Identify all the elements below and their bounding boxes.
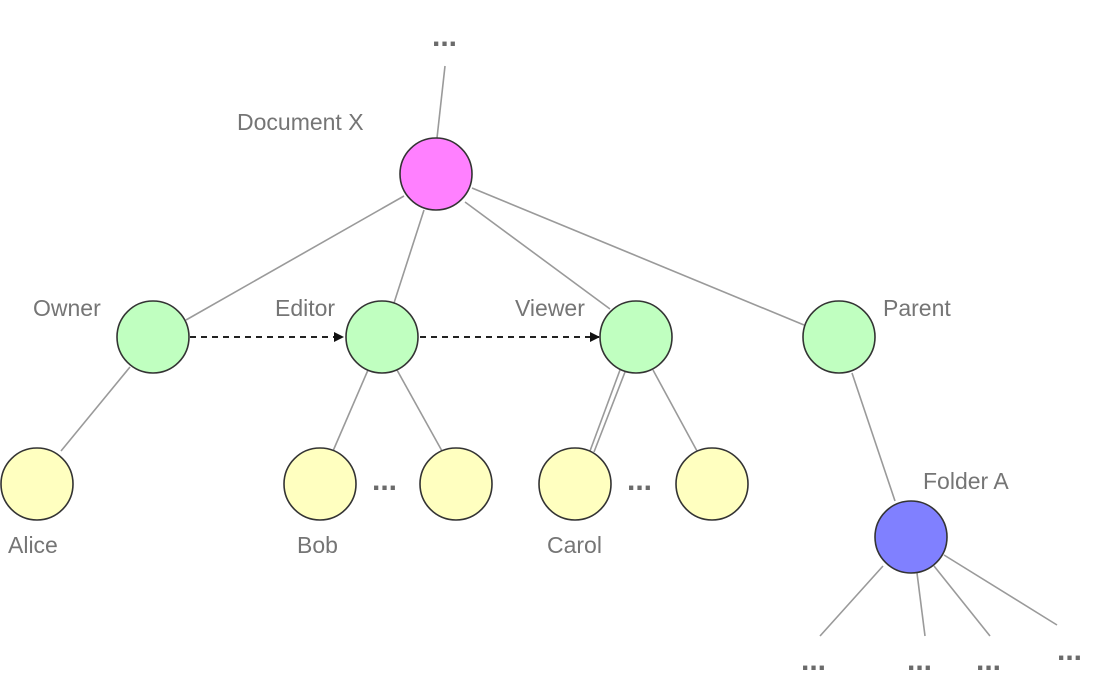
edge-folder-child-1 — [819, 565, 884, 637]
edge-editor-user2 — [396, 369, 443, 452]
edge-viewer-carol — [589, 369, 621, 452]
node-viewer-user-2[interactable] — [675, 447, 749, 521]
label-carol: Carol — [547, 532, 602, 558]
node-document[interactable] — [399, 137, 473, 211]
ellipsis-viewer-users: ... — [627, 464, 652, 497]
edge-viewer-user2 — [652, 369, 698, 452]
edge-document-parent — [471, 187, 805, 326]
node-alice[interactable] — [0, 447, 74, 521]
node-editor-user-2[interactable] — [419, 447, 493, 521]
edge-document-owner — [185, 195, 405, 321]
ellipsis-folder-child-2: ... — [907, 644, 932, 677]
node-folder[interactable] — [874, 500, 948, 574]
edge-folder-child-4 — [943, 554, 1058, 626]
node-viewer[interactable] — [599, 300, 673, 374]
edge-document-upstream — [436, 65, 446, 139]
label-bob: Bob — [297, 532, 338, 558]
label-owner: Owner — [33, 295, 101, 321]
edge-owner-alice — [60, 366, 131, 452]
edges — [60, 65, 1058, 637]
ellipsis-top: ... — [432, 20, 457, 53]
label-folder: Folder A — [923, 468, 1009, 494]
labels: Document X Owner Editor Viewer Parent Al… — [8, 109, 1009, 558]
ellipsis-folder-child-4: ... — [1057, 634, 1082, 667]
edge-document-editor — [393, 209, 425, 304]
edge-document-viewer — [464, 201, 611, 310]
edge-editor-bob — [332, 369, 369, 452]
ellipsis-folder-child-3: ... — [976, 644, 1001, 677]
nodes — [0, 137, 948, 574]
node-bob[interactable] — [283, 447, 357, 521]
node-owner[interactable] — [116, 300, 190, 374]
label-parent: Parent — [883, 295, 951, 321]
ellipsis-folder-child-1: ... — [801, 644, 826, 677]
edge-viewer-carol-double — [593, 371, 626, 453]
ellipsis-marks: ... ... ... ... ... ... ... — [372, 20, 1082, 677]
label-alice: Alice — [8, 532, 58, 558]
label-document: Document X — [237, 109, 364, 135]
ellipsis-editor-users: ... — [372, 464, 397, 497]
edge-folder-child-3 — [933, 565, 991, 637]
label-editor: Editor — [275, 295, 335, 321]
node-parent[interactable] — [802, 300, 876, 374]
node-editor[interactable] — [345, 300, 419, 374]
label-viewer: Viewer — [515, 295, 585, 321]
edge-folder-child-2 — [916, 572, 926, 637]
node-carol[interactable] — [538, 447, 612, 521]
edge-parent-folder — [851, 372, 896, 502]
